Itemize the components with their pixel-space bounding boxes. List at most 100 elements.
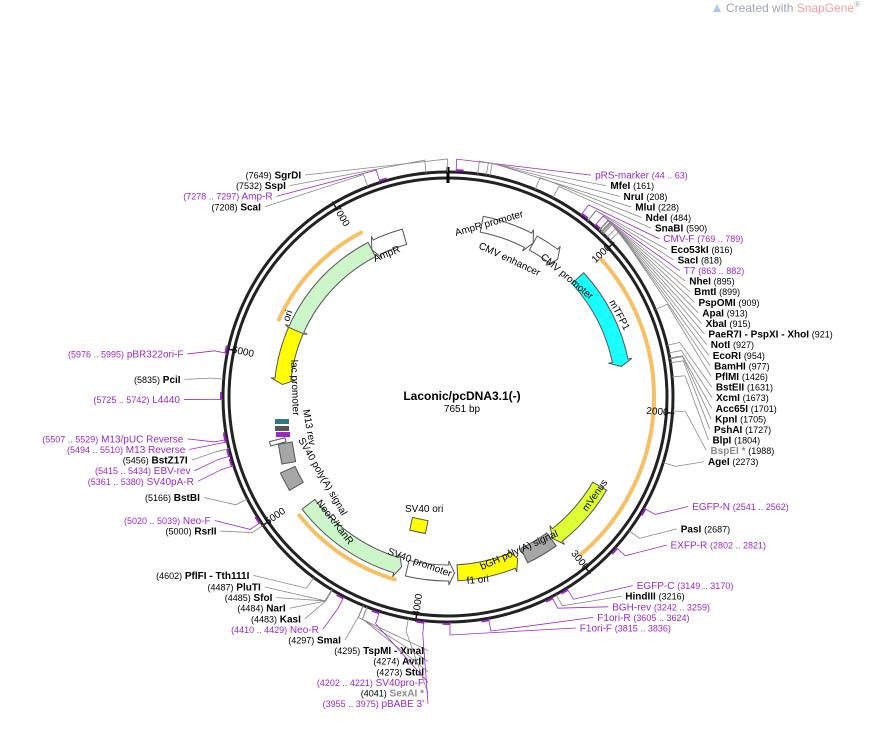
site-coord: (5494 .. 5510) xyxy=(67,445,123,455)
site-label-pspomi[interactable]: PspOMI (909) xyxy=(698,298,759,309)
site-label-ebv-rev[interactable]: (5415 .. 5434) EBV-rev xyxy=(95,466,191,477)
site-label-t7[interactable]: T7 (863 .. 882) xyxy=(684,266,744,277)
site-name: PflMI xyxy=(715,372,739,383)
site-label-mlui[interactable]: MluI (228) xyxy=(635,202,679,213)
site-label-ecori[interactable]: EcoRI (954) xyxy=(713,351,765,362)
site-label-agei[interactable]: AgeI (2273) xyxy=(708,457,758,468)
site-label-exfp-r[interactable]: EXFP-R (2802 .. 2821) xyxy=(671,541,767,552)
site-label-amp-r[interactable]: (7278 .. 7297) Amp-R xyxy=(183,192,272,203)
feature-sv40-poly-a-signal[interactable] xyxy=(280,466,303,490)
site-label-kpni[interactable]: KpnI (1705) xyxy=(715,414,766,425)
site-label-stui[interactable]: (4273) StuI xyxy=(376,667,424,678)
site-coord: (1988) xyxy=(748,446,774,456)
site-label-sgrdi[interactable]: (7649) SgrDI xyxy=(246,171,302,182)
site-name: SspI xyxy=(265,181,286,192)
site-coord: (899) xyxy=(719,287,740,297)
site-label-scai[interactable]: (7208) ScaI xyxy=(212,202,262,213)
site-label-bsteii[interactable]: BstEII (1631) xyxy=(716,383,773,394)
site-label-smai[interactable]: (4297) SmaI xyxy=(288,636,341,647)
site-coord: (816) xyxy=(711,245,732,255)
site-leader-smai xyxy=(345,605,363,640)
site-label-f1ori-r[interactable]: F1ori-R (3605 .. 3624) xyxy=(597,613,689,624)
site-label-acc65i[interactable]: Acc65I (1701) xyxy=(716,404,777,415)
site-label-pluti[interactable]: (4487) PluTI xyxy=(207,583,260,594)
site-label-mfei[interactable]: MfeI (161) xyxy=(610,181,654,192)
site-name: pBR322ori-F xyxy=(127,349,184,360)
site-label-neo-f[interactable]: (5020 .. 5039) Neo-F xyxy=(124,516,211,527)
site-label-m13-reverse[interactable]: (5494 .. 5510) M13 Reverse xyxy=(67,445,186,456)
site-name: HindIII xyxy=(625,592,656,603)
site-label-sv40pa-r[interactable]: (5361 .. 5380) SV40pA-R xyxy=(88,477,194,488)
site-label-rsrii[interactable]: (5000) RsrII xyxy=(166,527,217,538)
site-label-pcii[interactable]: (5835) PciI xyxy=(134,375,181,386)
site-label-tspmi-xmai[interactable]: (4295) TspMI - XmaI xyxy=(334,646,424,657)
site-label-bstz17i[interactable]: (5456) BstZ17I xyxy=(123,456,188,467)
m13rev-mark-a xyxy=(275,419,289,424)
watermark-registered: ® xyxy=(854,0,860,9)
site-name: Amp-R xyxy=(241,192,272,203)
site-name: F1ori-F xyxy=(580,624,612,635)
site-coord: (1631) xyxy=(747,383,773,393)
site-label-pbr322ori-f[interactable]: (5976 .. 5995) pBR322ori-F xyxy=(68,349,184,360)
site-label-apai[interactable]: ApaI (913) xyxy=(702,308,747,319)
site-label-xcmi[interactable]: XcmI (1673) xyxy=(716,393,769,404)
site-label-egfp-n[interactable]: EGFP-N (2541 .. 2562) xyxy=(692,502,789,513)
site-label-sexai[interactable]: (4041) SexAI * xyxy=(361,689,424,700)
site-label-blpi[interactable]: BlpI (1804) xyxy=(712,436,760,447)
site-name: pRS-marker xyxy=(595,171,650,182)
site-label-sv40pro-f[interactable]: (4202 .. 4221) SV40pro-F xyxy=(317,678,424,689)
site-name: BstEII xyxy=(716,383,745,394)
site-label-nrui[interactable]: NruI (208) xyxy=(624,192,668,203)
site-label-f1ori-f[interactable]: F1ori-F (3815 .. 3836) xyxy=(580,624,671,635)
site-label-saci[interactable]: SacI (818) xyxy=(678,255,722,266)
site-label-ndei[interactable]: NdeI (484) xyxy=(646,213,691,224)
site-coord: (1426) xyxy=(742,372,768,382)
site-coord: (4602) xyxy=(156,571,182,581)
site-coord: (5835) xyxy=(134,375,160,385)
site-label-xbai[interactable]: XbaI (915) xyxy=(706,319,751,330)
site-coord: (5020 .. 5039) xyxy=(124,516,180,526)
lac-mark xyxy=(276,432,290,437)
site-name: F1ori-R xyxy=(597,613,630,624)
site-label-kasi[interactable]: (4483) KasI xyxy=(251,614,301,625)
site-coord: (2687) xyxy=(704,524,730,534)
site-name: NruI xyxy=(624,192,644,203)
site-label-sfoi[interactable]: (4485) SfoI xyxy=(225,593,273,604)
label-f1ori: f1 ori xyxy=(466,574,489,587)
site-label-pshai[interactable]: PshAI (1727) xyxy=(714,425,771,436)
site-label-hindiii[interactable]: HindIII (3216) xyxy=(625,592,684,603)
site-label-sspi[interactable]: (7532) SspI xyxy=(236,181,286,192)
site-label-eco53ki[interactable]: Eco53kI (816) xyxy=(671,245,733,256)
site-label-bmti[interactable]: BmtI (899) xyxy=(694,287,740,298)
snapgene-watermark: Created with SnapGene® xyxy=(712,0,860,16)
site-label-pbabe-3[interactable]: (3955 .. 3975) pBABE 3' xyxy=(323,699,424,710)
site-name: SmaI xyxy=(317,636,341,647)
site-label-bstbi[interactable]: (5166) BstBI xyxy=(145,493,200,504)
site-label-cmv-f[interactable]: CMV-F (769 .. 789) xyxy=(663,234,743,245)
site-label-paer7i-pspxi-xhoi[interactable]: PaeR7I - PspXI - XhoI (921) xyxy=(708,330,832,341)
site-leader-pasi xyxy=(629,529,677,539)
site-name: PluTI xyxy=(236,583,261,594)
site-label-snabi[interactable]: SnaBI (590) xyxy=(655,224,707,235)
site-leader-bstbi xyxy=(204,498,248,505)
site-label-prs-marker[interactable]: pRS-marker (44 .. 63) xyxy=(595,171,688,182)
site-leader-m13-reverse xyxy=(189,442,227,450)
site-label-nari[interactable]: (4484) NarI xyxy=(237,604,285,615)
site-label-pasi[interactable]: PasI (2687) xyxy=(681,524,730,535)
site-label-egfp-c[interactable]: EGFP-C (3149 .. 3170) xyxy=(637,581,734,592)
site-coord: (4484) xyxy=(237,604,263,614)
site-label-pflfi-tth111i[interactable]: (4602) PflFI - Tth111I xyxy=(156,571,249,582)
site-label-noti[interactable]: NotI (927) xyxy=(711,340,754,351)
site-label-nhei[interactable]: NheI (895) xyxy=(689,277,734,288)
site-label-bgh-rev[interactable]: BGH-rev (3242 .. 3259) xyxy=(612,602,710,613)
site-name: XbaI xyxy=(706,319,727,330)
site-label-neo-r[interactable]: (4410 .. 4429) Neo-R xyxy=(231,625,319,636)
site-name: Acc65I xyxy=(716,404,748,415)
site-leader-pflfi-tth111i xyxy=(253,575,314,588)
site-label-bamhi[interactable]: BamHI (977) xyxy=(714,361,769,372)
site-label-l4440[interactable]: (5725 .. 5742) L4440 xyxy=(93,395,180,406)
site-label-pflmi[interactable]: PflMI (1426) xyxy=(715,372,768,383)
site-label-bspei[interactable]: BspEI * (1988) xyxy=(710,446,774,457)
tick-label-4000: 4000 xyxy=(411,593,425,617)
site-label-m13-puc-reverse[interactable]: (5507 .. 5529) M13/pUC Reverse xyxy=(42,434,184,445)
